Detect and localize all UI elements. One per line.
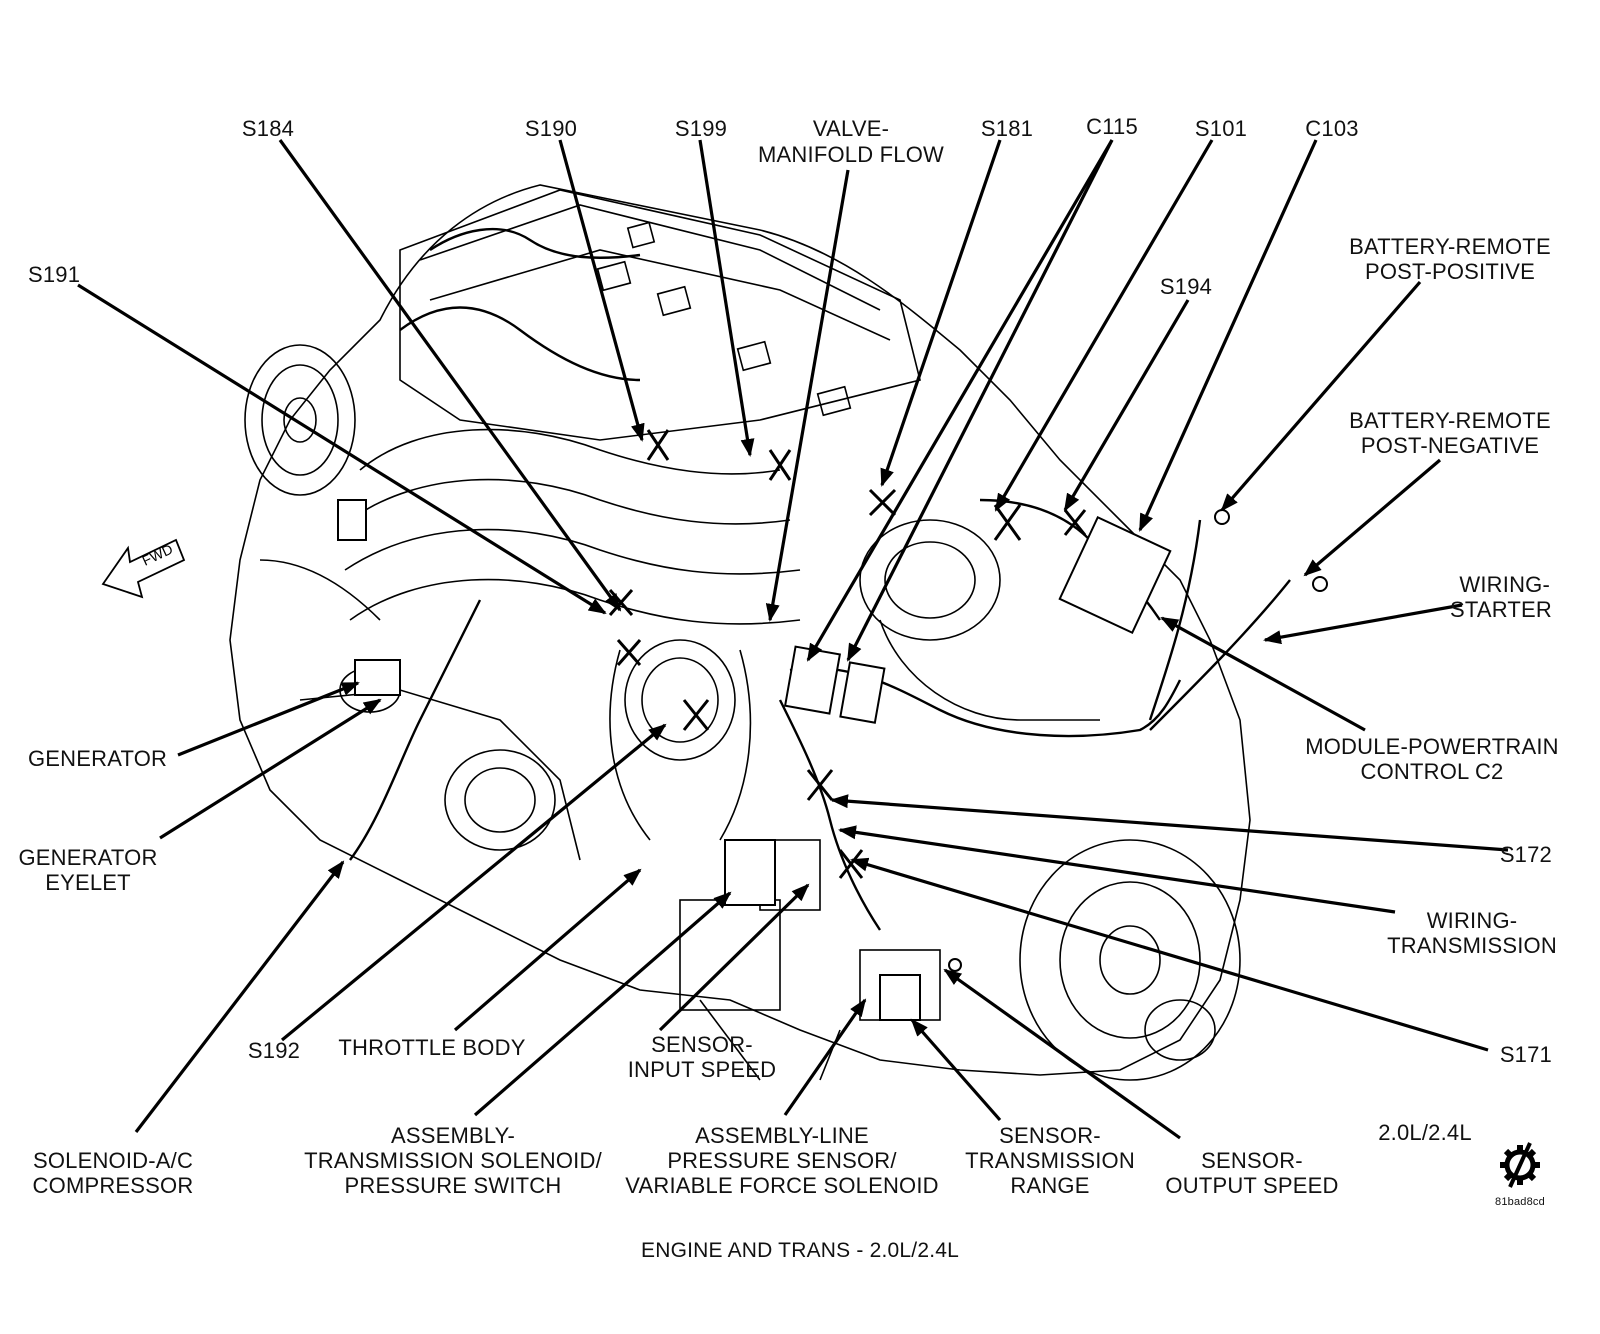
label-c103: C103 (1305, 116, 1359, 141)
label-trans-range-line3: RANGE (1010, 1173, 1090, 1198)
gear-slash-icon (1500, 1142, 1540, 1188)
label-wiring-starter-line2: STARTER (1449, 597, 1552, 622)
leader-s199 (698, 139, 755, 457)
label-throttle-body: THROTTLE BODY (338, 1035, 526, 1060)
diagram-caption: ENGINE AND TRANS - 2.0L/2.4L (641, 1239, 959, 1262)
leader-s181 (880, 139, 1002, 487)
leader-s190 (558, 139, 645, 442)
leader-valve-manifold (765, 169, 850, 622)
leader-c103 (1138, 139, 1318, 532)
label-battery-pos-line1: BATTERY-REMOTE (1349, 234, 1551, 259)
label-battery-neg-line2: POST-NEGATIVE (1360, 433, 1540, 458)
label-trans-solenoid-line1: ASSEMBLY- (390, 1123, 516, 1148)
leader-wiring-starter (1263, 603, 1463, 645)
leader-line-pressure (783, 998, 867, 1116)
leader-battery-neg (1303, 458, 1442, 577)
label-ac-solenoid-line1: SOLENOID-A/C (32, 1148, 194, 1173)
label-pcm-line2: CONTROL C2 (1360, 759, 1504, 784)
leader-wiring-trans (838, 825, 1396, 914)
image-code: 81bad8cd (1495, 1196, 1545, 1208)
engine-block-drawing (229, 184, 1251, 1081)
label-s191: S191 (28, 262, 81, 287)
leader-s101 (994, 139, 1214, 512)
label-wiring-trans-line1: WIRING- (1426, 908, 1518, 933)
label-trans-solenoid-line2: TRANSMISSION SOLENOID/ (304, 1148, 602, 1173)
label-c115: C115 (1086, 114, 1138, 139)
leader-pcm (1160, 616, 1366, 732)
leader-s171 (850, 857, 1489, 1052)
label-line-pressure-line2: PRESSURE SENSOR/ (667, 1148, 897, 1173)
connector-details (337, 499, 1328, 1021)
leader-c115-a (806, 139, 1114, 662)
leader-s172 (830, 794, 1509, 852)
label-pcm-line1: MODULE-POWERTRAIN (1305, 734, 1559, 759)
label-input-speed-line2: INPUT SPEED (627, 1057, 777, 1082)
label-wiring-starter-line1: WIRING- (1459, 572, 1550, 597)
leader-generator (177, 681, 360, 757)
leader-s192 (280, 723, 667, 1042)
leader-trans-solenoid (473, 891, 732, 1117)
leader-battery-pos (1220, 280, 1422, 512)
label-battery-pos-line2: POST-POSITIVE (1364, 259, 1536, 284)
fwd-arrow: FWD (101, 538, 186, 599)
label-s172: S172 (1499, 842, 1552, 867)
label-valve-manifold-line2: MANIFOLD FLOW (758, 142, 944, 167)
leader-output-speed (943, 968, 1181, 1140)
leader-s194 (1063, 299, 1190, 512)
label-valve-manifold-line1: VALVE- (812, 116, 890, 141)
splice-marks (608, 429, 1087, 879)
label-generator: GENERATOR (28, 746, 168, 771)
label-engine: 2.0L/2.4L (1378, 1120, 1472, 1145)
leader-s191 (77, 283, 607, 615)
leader-trans-range (910, 1018, 1002, 1122)
label-input-speed-line1: SENSOR- (651, 1032, 753, 1057)
label-battery-neg-line1: BATTERY-REMOTE (1349, 408, 1551, 433)
label-output-speed-line1: SENSOR- (1201, 1148, 1303, 1173)
label-line-pressure-line1: ASSEMBLY-LINE (695, 1123, 869, 1148)
label-trans-range-line2: TRANSMISSION (965, 1148, 1135, 1173)
label-s194: S194 (1159, 274, 1213, 299)
leader-generator-eyelet (159, 698, 382, 840)
label-s171: S171 (1499, 1042, 1552, 1067)
label-s190: S190 (524, 116, 578, 141)
label-s101: S101 (1194, 116, 1248, 141)
label-ac-solenoid-line2: COMPRESSOR (32, 1173, 194, 1198)
label-s199: S199 (674, 116, 728, 141)
label-generator-eyelet-line2: EYELET (45, 870, 131, 895)
leader-throttle-body (453, 868, 642, 1032)
label-s192: S192 (247, 1038, 301, 1063)
leader-input-speed (658, 883, 810, 1032)
label-wiring-trans-line2: TRANSMISSION (1387, 933, 1557, 958)
label-s184: S184 (241, 116, 295, 141)
leader-lines (77, 139, 1509, 1140)
label-generator-eyelet-line1: GENERATOR (18, 845, 158, 870)
label-trans-solenoid-line3: PRESSURE SWITCH (344, 1173, 562, 1198)
label-line-pressure-line3: VARIABLE FORCE SOLENOID (625, 1173, 939, 1198)
leader-ac-solenoid (134, 860, 345, 1133)
label-s181: S181 (980, 116, 1034, 141)
label-output-speed-line2: OUTPUT SPEED (1165, 1173, 1339, 1198)
leader-s184 (278, 139, 622, 612)
leader-c115-b (846, 139, 1114, 662)
label-trans-range-line1: SENSOR- (999, 1123, 1101, 1148)
